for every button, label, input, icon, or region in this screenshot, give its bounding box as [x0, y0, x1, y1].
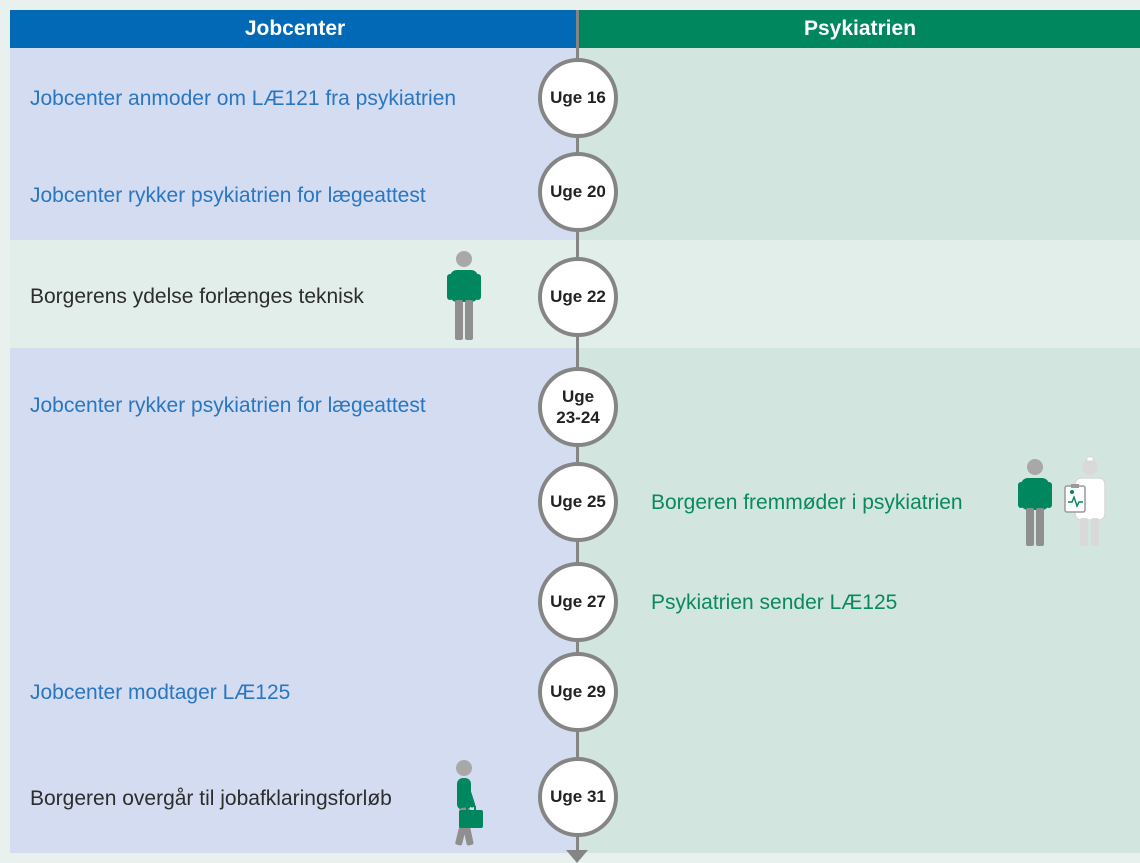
week-20-circle: Uge 20 — [538, 152, 618, 232]
timeline-arrow-head — [566, 850, 588, 863]
step-text-uge-27: Psykiatrien sender LÆ125 — [651, 591, 898, 614]
step-text-uge-29: Jobcenter modtager LÆ125 — [30, 681, 291, 704]
week-22-circle: Uge 22 — [538, 257, 618, 337]
step-text-uge-16: Jobcenter anmoder om LÆ121 fra psykiatri… — [30, 87, 457, 110]
step-text-uge-22: Borgerens ydelse forlænges teknisk — [30, 285, 364, 308]
person-icon — [447, 251, 481, 340]
walking-person-briefcase-icon — [455, 760, 483, 846]
jobcenter-header: Jobcenter — [10, 10, 580, 48]
psykiatrien-header: Psykiatrien — [580, 10, 1140, 48]
psykiatrien-band-top — [580, 48, 1140, 240]
step-text-uge-25: Borgeren fremmøder i psykiatrien — [651, 491, 963, 514]
step-text-uge-23-24: Jobcenter rykker psykiatrien for lægeatt… — [30, 394, 426, 417]
week-31-circle: Uge 31 — [538, 757, 618, 837]
jobcenter-band-bottom — [10, 348, 580, 853]
jobcenter-band-top — [10, 48, 580, 240]
week-25-circle: Uge 25 — [538, 462, 618, 542]
week-23-24-label: Uge 23-24 — [556, 386, 600, 427]
week-23-24-circle: Uge 23-24 — [538, 367, 618, 447]
week-16-circle: Uge 16 — [538, 58, 618, 138]
step-text-uge-31: Borgeren overgår til jobafklaringsforløb — [30, 787, 392, 810]
week-27-circle: Uge 27 — [538, 562, 618, 642]
step-text-uge-20: Jobcenter rykker psykiatrien for lægeatt… — [30, 184, 426, 207]
psykiatrien-band-bottom — [580, 348, 1140, 853]
person-and-doctor-icon — [1018, 456, 1106, 546]
week-29-circle: Uge 29 — [538, 652, 618, 732]
